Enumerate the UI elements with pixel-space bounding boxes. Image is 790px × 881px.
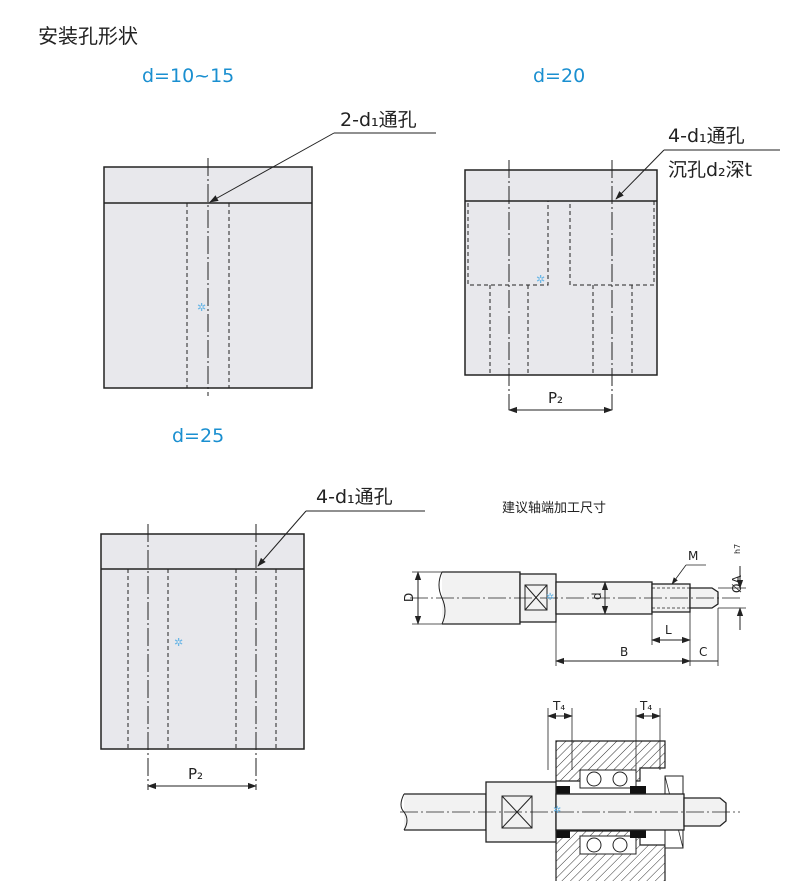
dim-A-sub: h7	[733, 544, 742, 554]
svg-text:✲: ✲	[174, 636, 183, 649]
dim-M-label: M	[688, 549, 698, 563]
shaft-dimensions: D d M ØA h7 L B C	[402, 544, 746, 666]
dim-T4-left-label: T₄	[552, 699, 565, 713]
svg-text:✲: ✲	[536, 273, 545, 286]
callout-text-d20-line1: 4-d₁通孔	[668, 125, 745, 147]
callout-text-d20-line2: 沉孔d₂深t	[668, 159, 752, 181]
callout-text-d25: 4-d₁通孔	[316, 486, 393, 508]
callout-d10-15: 2-d₁通孔	[209, 109, 436, 203]
dimension-p2-d20: P₂	[508, 389, 613, 414]
dim-T4-right-label: T₄	[639, 699, 652, 713]
variant-label-d20: d=20	[533, 65, 586, 87]
variant-label-d10-15: d=10~15	[142, 65, 235, 87]
callout-d25: 4-d₁通孔	[257, 486, 425, 567]
dim-D-label: D	[402, 593, 416, 602]
callout-text-d10-15: 2-d₁通孔	[340, 109, 417, 131]
dim-L-label: L	[665, 623, 672, 637]
dim-p2-label-d20: P₂	[548, 389, 563, 407]
svg-text:✲: ✲	[546, 592, 554, 603]
plate-d20: ✲	[464, 160, 658, 410]
plate-d10-15: ✲	[103, 158, 313, 396]
svg-text:✲: ✲	[197, 301, 206, 314]
assembly-dimensions: T₄ T₄	[547, 699, 661, 770]
dim-C-label: C	[699, 645, 707, 659]
dim-A-label: ØA	[730, 575, 744, 593]
bearing-assembly: ✲	[400, 740, 740, 881]
shaft-detail-title: 建议轴端加工尺寸	[502, 501, 606, 516]
callout-d20: 4-d₁通孔 沉孔d₂深t	[615, 125, 780, 200]
svg-text:✲: ✲	[553, 805, 561, 816]
dim-p2-label-d25: P₂	[188, 765, 203, 783]
dim-d-label: d	[590, 592, 604, 600]
shaft-end-drawing: ✲	[410, 571, 742, 625]
plate-d25: ✲	[100, 524, 305, 790]
page-title: 安装孔形状	[38, 24, 138, 48]
dimension-p2-d25: P₂	[147, 765, 257, 790]
variant-label-d25: d=25	[172, 425, 225, 447]
dim-B-label: B	[620, 645, 628, 659]
